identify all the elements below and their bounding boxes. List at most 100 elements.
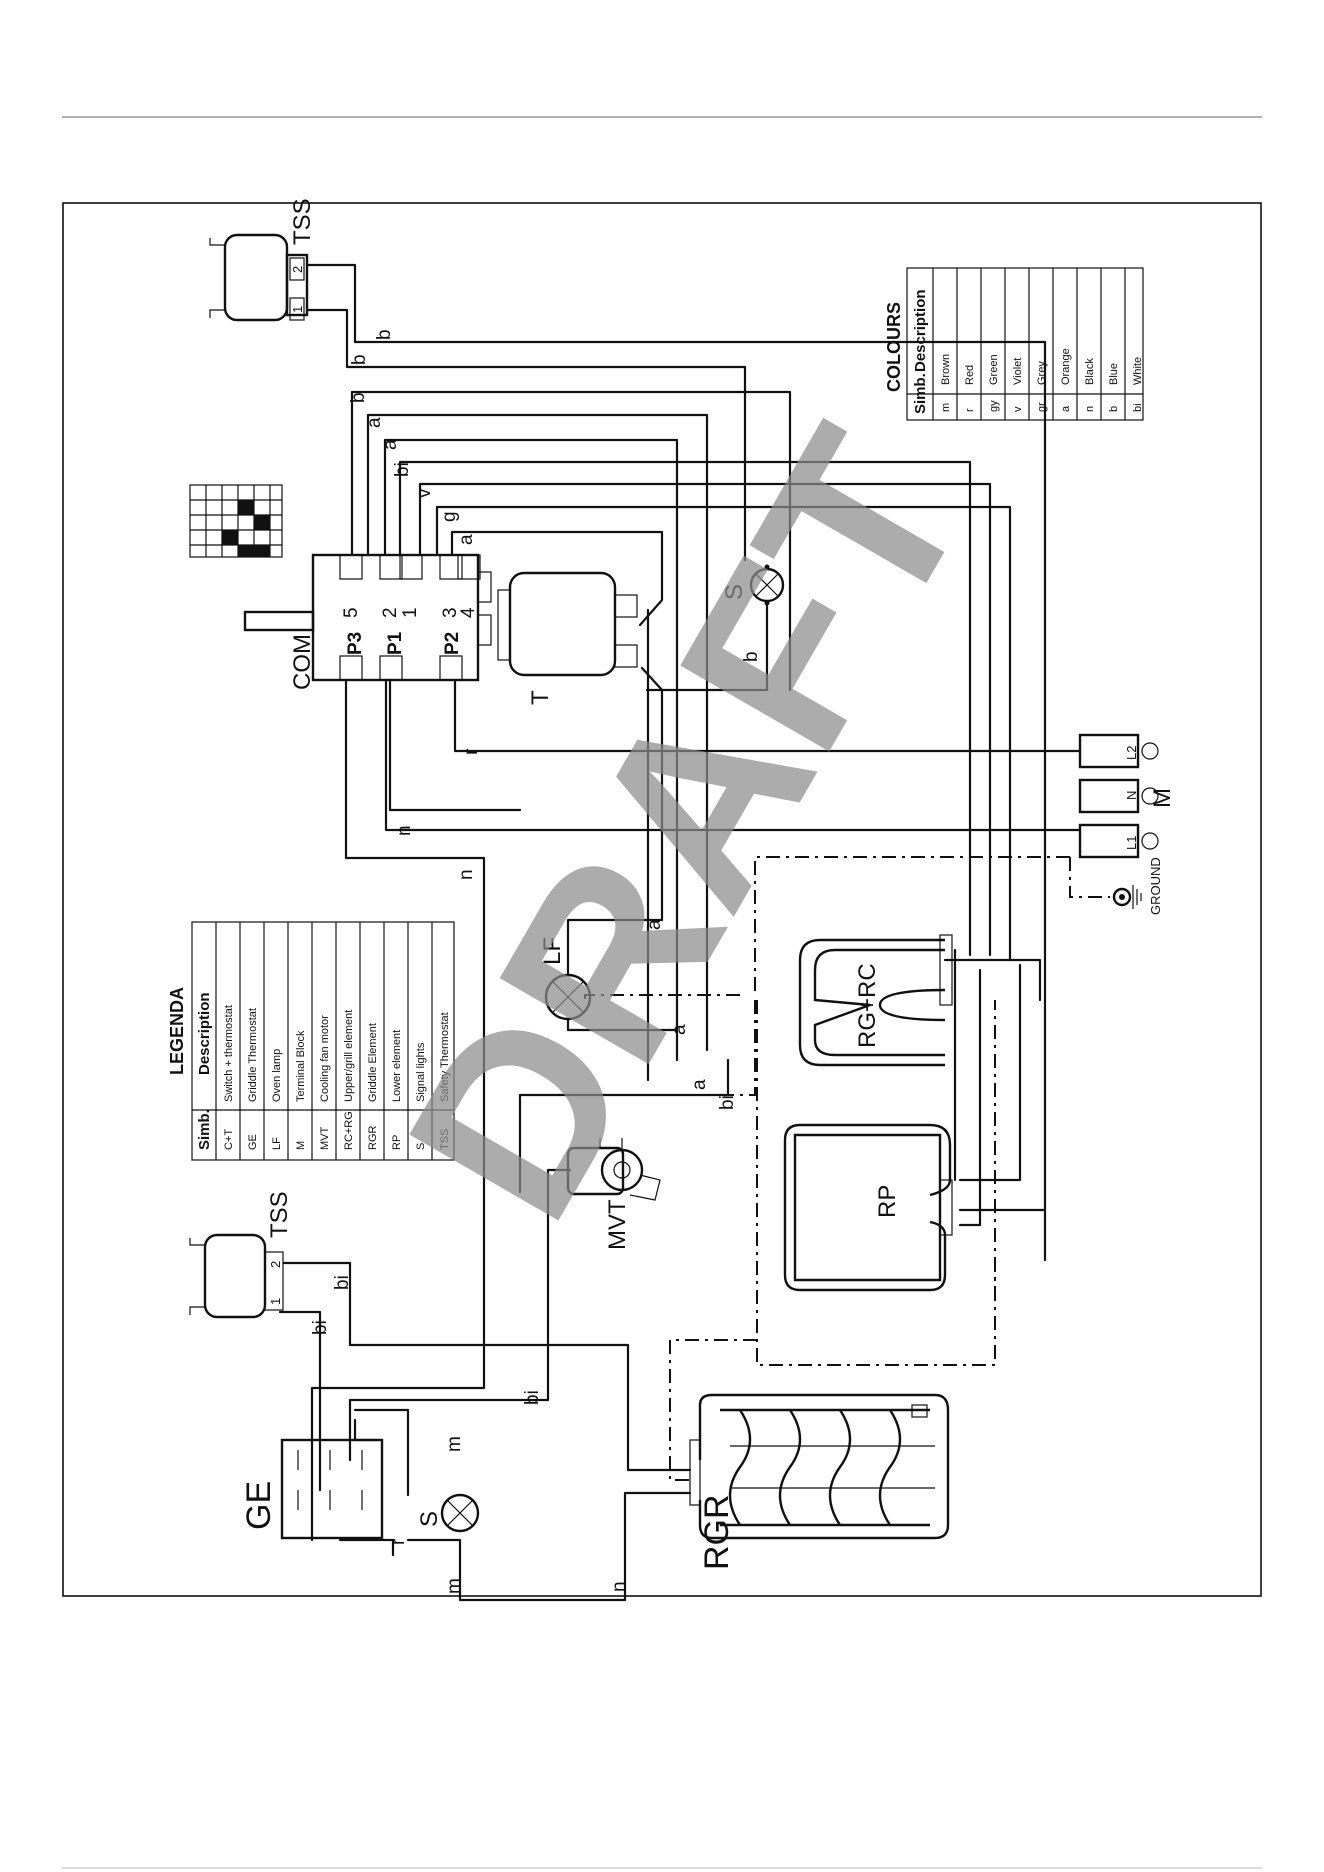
legenda-row-simb: GE bbox=[247, 1134, 259, 1150]
colours-row-description: Violet bbox=[1012, 358, 1024, 385]
diagram-frame bbox=[62, 202, 1262, 1597]
wires bbox=[278, 263, 1082, 1602]
switch-terminal-p2: P2 bbox=[442, 632, 463, 655]
wire-label-n: n bbox=[394, 825, 415, 836]
wire-label-r: r bbox=[388, 1538, 409, 1545]
colours-row-simb: n bbox=[1084, 406, 1096, 412]
legenda-row-description: Griddle Thermostat bbox=[247, 1008, 259, 1102]
switch-terminal-4: 4 bbox=[458, 607, 479, 618]
legenda-header-description: Description bbox=[196, 992, 213, 1075]
ge-label: GE bbox=[240, 1481, 278, 1530]
wire-label-n: n bbox=[456, 869, 477, 880]
m-label: M bbox=[1149, 788, 1176, 808]
terminal-l2: L2 bbox=[1124, 746, 1139, 760]
colours-table: COLOURS Simb. Description m Brown r Red gy Gr… bbox=[884, 267, 1144, 421]
safety-thermostat-bottom: 2 1 TSS bbox=[189, 1191, 293, 1319]
colours-row-simb: gr bbox=[1036, 402, 1048, 412]
colours-row-simb: b bbox=[1108, 406, 1120, 412]
ground-symbol: GROUND bbox=[1112, 857, 1163, 915]
wire-label-bi: bi bbox=[332, 1275, 353, 1290]
rgr-label: RGR bbox=[698, 1494, 736, 1570]
colours-row-simb: a bbox=[1060, 405, 1072, 412]
colours-row-description: Orange bbox=[1060, 348, 1072, 385]
legenda-row-description: Signal lights bbox=[415, 1042, 427, 1102]
colours-row-description: White bbox=[1132, 357, 1144, 385]
switch-position-grid-icon bbox=[189, 484, 283, 558]
wire-label-b: b bbox=[374, 329, 395, 340]
legenda-row-simb: RGR bbox=[367, 1126, 379, 1151]
wire-label-b: b bbox=[348, 392, 369, 403]
oven-lamp-lf: LF bbox=[539, 937, 592, 1021]
colours-header-simb: Simb. bbox=[912, 373, 929, 414]
switch-terminal-p1: P1 bbox=[385, 631, 406, 655]
wire-label-b: b bbox=[349, 354, 370, 365]
legenda-row-simb: MVT bbox=[319, 1127, 331, 1151]
wire-label-m: m bbox=[444, 1436, 465, 1452]
terminal-l1: L1 bbox=[1124, 836, 1139, 850]
ground-wires bbox=[584, 856, 1110, 1481]
colours-row-simb: gy bbox=[988, 400, 1000, 412]
wire-label-a: a bbox=[364, 417, 385, 428]
terminal-block-m: L2 N L1 M bbox=[1078, 733, 1176, 859]
tss-top-label: TSS bbox=[289, 198, 316, 245]
colours-row-description: Grey bbox=[1036, 361, 1048, 385]
upper-grill-element-rg-rc: RG+RC bbox=[798, 934, 953, 1067]
legenda-row-description: Lower element bbox=[391, 1030, 403, 1102]
lower-element-rp: RP bbox=[783, 1123, 953, 1292]
wire-label-g: g bbox=[439, 511, 460, 522]
mvt-label: MVT bbox=[604, 1199, 631, 1250]
switch-terminal-1: 1 bbox=[400, 607, 421, 618]
tss-pin-2: 2 bbox=[290, 266, 305, 273]
legenda-row-description: Cooling fan motor bbox=[319, 1015, 331, 1102]
colours-row-description: Black bbox=[1084, 358, 1096, 385]
legenda-row-simb: RC+RG bbox=[343, 1111, 355, 1150]
legenda-row-description: Safety Thermostat bbox=[439, 1012, 451, 1102]
lf-label: LF bbox=[539, 937, 566, 965]
colours-row-description: Blue bbox=[1108, 363, 1120, 385]
legenda-title: LEGENDA bbox=[167, 987, 187, 1075]
cooling-fan-motor-mvt: MVT bbox=[566, 1138, 661, 1250]
s-top-label: S bbox=[721, 584, 748, 600]
safety-thermostat-top: 2 1 TSS bbox=[209, 198, 316, 322]
legenda-row-description: Upper/grill element bbox=[343, 1010, 355, 1102]
colours-row-description: Brown bbox=[940, 354, 952, 385]
wire-label-a: a bbox=[380, 439, 401, 450]
legenda-header-simb: Simb. bbox=[196, 1109, 213, 1150]
colours-row-simb: bi bbox=[1132, 403, 1144, 412]
griddle-element-rgr: RGR bbox=[689, 1393, 950, 1570]
ground-label: GROUND bbox=[1148, 857, 1163, 915]
s-bottom-label: S bbox=[416, 1511, 443, 1527]
tss-bottom-pin-2: 2 bbox=[268, 1261, 283, 1268]
signal-light-top: S bbox=[721, 564, 785, 606]
switch-terminal-5: 5 bbox=[341, 607, 362, 618]
tss-pin-1: 1 bbox=[290, 306, 305, 313]
thermostat-t: T bbox=[497, 571, 638, 705]
colours-header-description: Description bbox=[912, 289, 929, 372]
colours-title: COLOURS bbox=[884, 302, 904, 392]
com-label: COM bbox=[289, 634, 316, 690]
switch-terminal-p3: P3 bbox=[345, 632, 366, 655]
wire-label-bi: bi bbox=[717, 1095, 738, 1110]
colours-row-description: Red bbox=[964, 365, 976, 385]
tss-bottom-label: TSS bbox=[266, 1191, 293, 1238]
colours-row-simb: v bbox=[1012, 406, 1024, 412]
colours-row-description: Green bbox=[988, 354, 1000, 385]
wire-label-bi: bi bbox=[522, 1390, 543, 1405]
wire-label-bi: bi bbox=[392, 462, 413, 477]
griddle-thermostat-ge: GE bbox=[240, 1438, 384, 1540]
switch-terminal-3: 3 bbox=[440, 607, 461, 618]
wire-label-v: v bbox=[414, 488, 435, 498]
legenda-row-description: Switch + thermostat bbox=[223, 1005, 235, 1102]
wire-label-a: a bbox=[689, 1079, 710, 1090]
tss-bottom-pin-1: 1 bbox=[268, 1298, 283, 1305]
rg-rc-label: RG+RC bbox=[854, 963, 881, 1048]
legenda-row-simb: M bbox=[295, 1141, 307, 1150]
wire-label-a: a bbox=[644, 919, 665, 930]
colours-row-simb: r bbox=[964, 408, 976, 412]
wire-label-r: r bbox=[461, 748, 482, 755]
colours-row-simb: m bbox=[940, 403, 952, 412]
legenda-row-simb: LF bbox=[271, 1137, 283, 1150]
t-label: T bbox=[527, 690, 554, 705]
